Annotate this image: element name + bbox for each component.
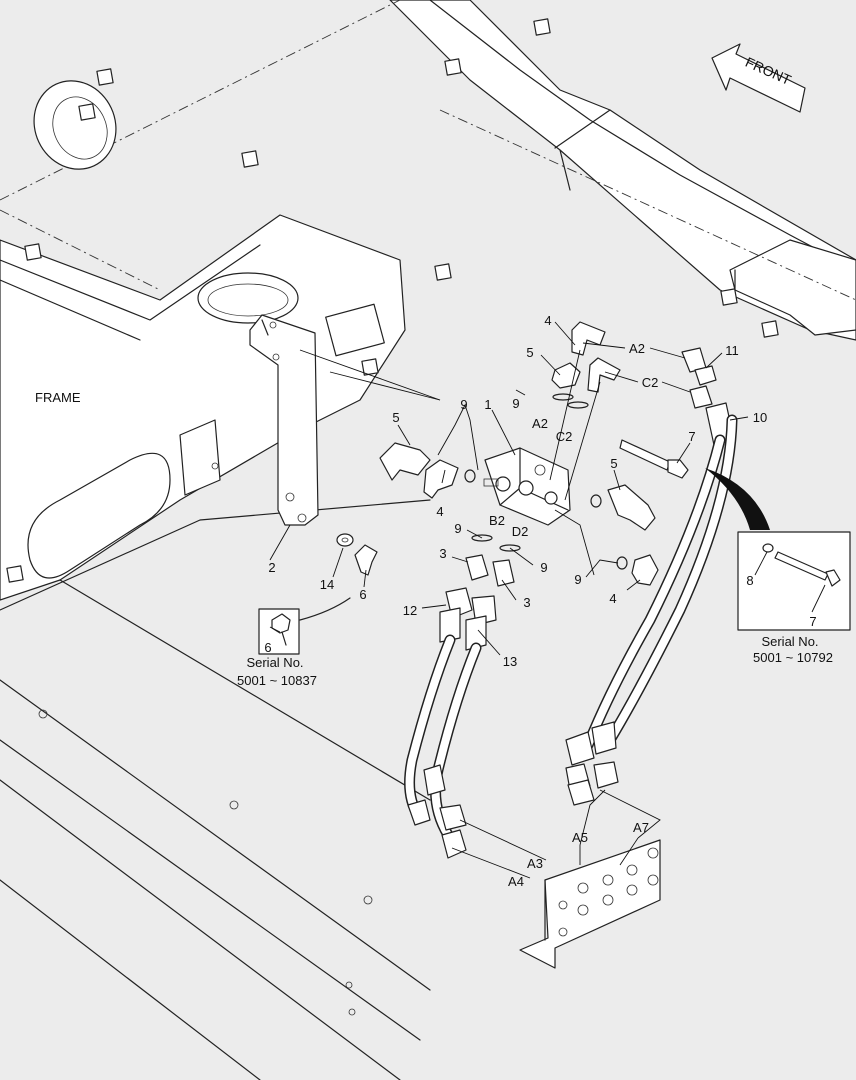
callout-6a: 6: [359, 587, 366, 602]
callout-7a: 7: [688, 429, 695, 444]
port-c2-block: C2: [556, 429, 573, 444]
mounting-bracket: [249, 314, 319, 526]
callout-1: 1: [484, 397, 491, 412]
serial-left-range: 5001 ~ 10837: [237, 673, 317, 688]
callout-9d: 9: [540, 560, 547, 575]
elbow-fittings-right: [590, 484, 659, 586]
callout-4b: 4: [436, 504, 443, 519]
port-a2-block: A2: [532, 416, 548, 431]
serial-right-range: 5001 ~ 10792: [753, 650, 833, 665]
port-a4: A4: [508, 874, 524, 889]
adapters-bottom: [465, 534, 521, 587]
callout-9a: 9: [512, 396, 519, 411]
hoses-left: [404, 634, 482, 859]
port-a5: A5: [572, 830, 588, 845]
callout-14: 14: [320, 577, 334, 592]
valve-block: [483, 447, 571, 526]
frame-label: FRAME: [35, 390, 81, 405]
callout-12: 12: [403, 603, 417, 618]
port-d2: D2: [512, 524, 529, 539]
port-b2: B2: [489, 513, 505, 528]
callout-9c: 9: [454, 521, 461, 536]
callout-3b: 3: [523, 595, 530, 610]
hoses-right: [565, 347, 738, 806]
port-c2-top: C2: [642, 375, 659, 390]
port-a3: A3: [527, 856, 543, 871]
callout-11: 11: [725, 343, 739, 358]
hose-bracket-plate: [519, 839, 661, 969]
front-arrow: FRONT: [711, 43, 806, 113]
serial-inset-right: [705, 468, 851, 631]
callout-4c: 4: [609, 591, 616, 606]
callout-6b: 6: [264, 640, 271, 655]
callout-13: 13: [503, 654, 517, 669]
callout-3a: 3: [439, 546, 446, 561]
long-bolt: [619, 439, 689, 479]
callout-9b: 9: [460, 397, 467, 412]
callout-8: 8: [746, 573, 753, 588]
serial-right-title: Serial No.: [761, 634, 818, 649]
port-a2-top: A2: [629, 341, 645, 356]
serial-inset-left: [258, 597, 351, 655]
leader-lines: [269, 321, 826, 879]
callout-2: 2: [268, 560, 275, 575]
callout-labels: 1 2 3 3 4 4 4 5 5 5 6 6 7 7 8 9 9 9 9 9 …: [264, 313, 816, 889]
hose-ends-12-13: [439, 587, 497, 651]
callout-7b: 7: [809, 614, 816, 629]
serial-left-title: Serial No.: [246, 655, 303, 670]
elbow-fittings-left: [379, 442, 476, 499]
port-a7: A7: [633, 820, 649, 835]
callout-10: 10: [753, 410, 767, 425]
callout-5a: 5: [526, 345, 533, 360]
elbow-fittings-top: [549, 321, 621, 501]
callout-4a: 4: [544, 313, 551, 328]
washer-and-bolt: [336, 533, 378, 576]
callout-9e: 9: [574, 572, 581, 587]
callout-5c: 5: [610, 456, 617, 471]
callout-5b: 5: [392, 410, 399, 425]
